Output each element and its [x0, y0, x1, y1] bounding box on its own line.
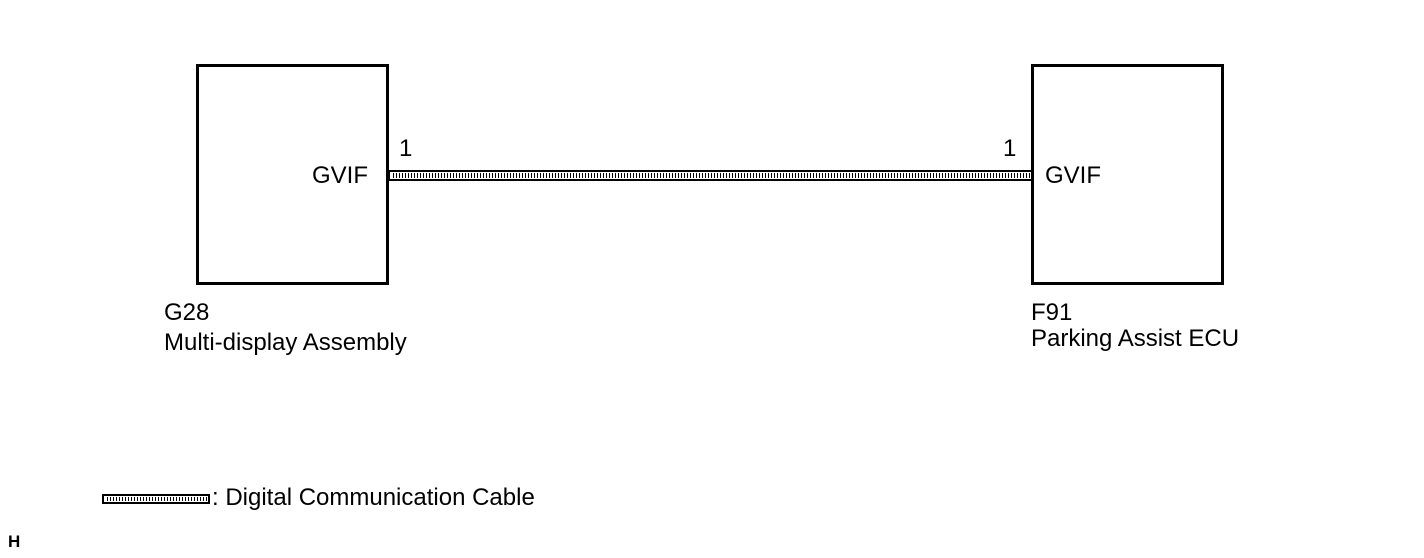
- left-component-name: Multi-display Assembly: [164, 329, 407, 356]
- right-component-name: Parking Assist ECU: [1031, 325, 1240, 352]
- multi-display-assembly-box: [196, 64, 389, 285]
- right-component-code: F91: [1031, 299, 1073, 326]
- left-component-code: G28: [164, 299, 210, 326]
- left-terminal-label: GVIF: [312, 162, 369, 189]
- parking-assist-ecu-box: [1031, 64, 1224, 285]
- right-pin-number: 1: [1003, 135, 1017, 162]
- digital-communication-cable: [388, 170, 1033, 181]
- corner-mark: H: [8, 532, 21, 551]
- right-terminal-label: GVIF: [1045, 162, 1102, 189]
- legend-cable-swatch: [102, 494, 210, 504]
- legend-label: : Digital Communication Cable: [212, 484, 535, 511]
- left-pin-number: 1: [399, 135, 413, 162]
